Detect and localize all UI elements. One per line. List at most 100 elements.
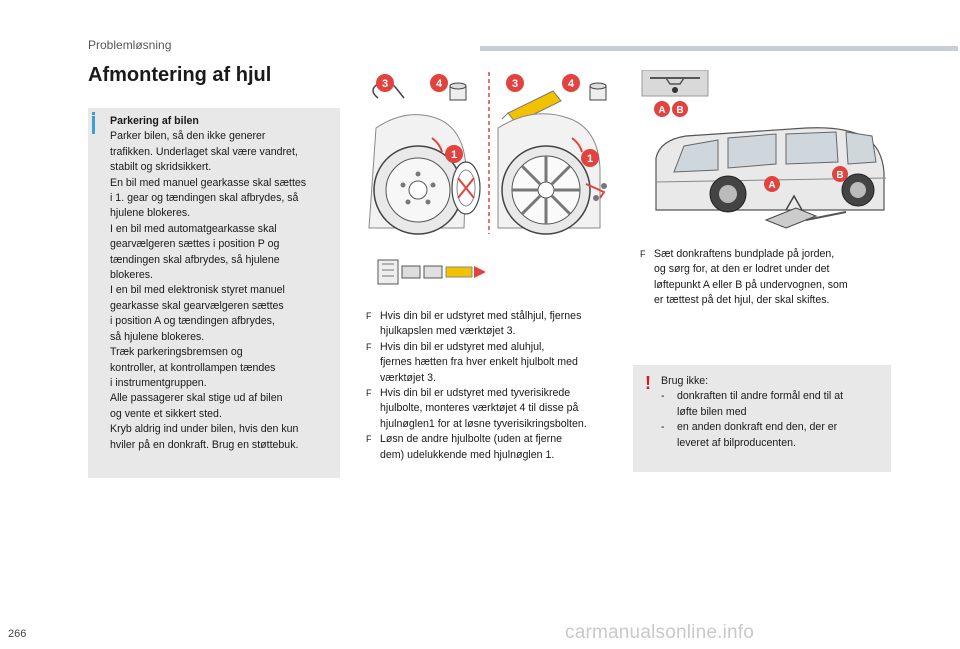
wheel-removal-illustration xyxy=(368,72,607,235)
jack-point-detail-icon xyxy=(641,70,709,97)
warning-text: Brug ikke: -donkraften til andre formål … xyxy=(661,374,886,451)
callout-badges-top: 3 4 3 4 1 1 xyxy=(376,74,599,167)
bullet-marker: F xyxy=(640,249,646,259)
warning-item: -donkraften til andre formål end til at xyxy=(661,390,844,403)
svg-text:A: A xyxy=(658,105,665,116)
bullet-marker xyxy=(366,417,380,432)
info-line: i 1. gear og tændingen skal afbrydes, så xyxy=(110,192,299,205)
van-icon xyxy=(655,127,887,213)
step-text: fjernes hætten fra hver enkelt hjulbolt … xyxy=(380,356,578,369)
info-line: og vente et sikkert sted. xyxy=(110,407,222,420)
info-line: i position A og tændingen afbrydes, xyxy=(110,315,275,328)
alloy-wheel-icon xyxy=(501,145,591,235)
info-line: I en bil med automatgearkasse skal xyxy=(110,222,277,235)
svg-text:B: B xyxy=(836,170,843,181)
info-line: trafikken. Underlaget skal være vandret, xyxy=(110,145,298,158)
warning-item: -en anden donkraft end den, der er xyxy=(661,421,838,434)
warning-box: ! Brug ikke: -donkraften til andre formå… xyxy=(633,365,891,472)
bullet-marker xyxy=(366,371,380,386)
callout-badge-B: B xyxy=(832,166,848,182)
step-line: værktøjet 3. xyxy=(366,371,628,386)
callout-badge-B-top: B xyxy=(672,101,688,117)
step-text: hjulnøglen1 for at løsne tyverisikringsb… xyxy=(380,417,587,430)
step-text: Hvis din bil er udstyret med stålhjul, f… xyxy=(380,310,582,322)
info-heading: Parkering af bilen xyxy=(110,115,199,127)
svg-text:3: 3 xyxy=(382,78,388,90)
info-line: En bil med manuel gearkasse skal sættes xyxy=(110,176,307,189)
svg-text:1: 1 xyxy=(451,149,457,161)
info-line: Alle passagerer skal stige ud af bilen xyxy=(110,392,283,405)
arrow-icon xyxy=(431,137,443,153)
info-text: Parkering af bilen Parker bilen, så den … xyxy=(110,114,338,453)
step-text: er tættest på det hjul, der skal skiftes… xyxy=(654,294,830,307)
bullet-marker xyxy=(366,448,380,463)
step-text: og sørg for, at den er lodret under det xyxy=(654,263,830,276)
info-line: hjulene blokeres. xyxy=(110,207,191,220)
socket-tool-icon xyxy=(449,82,467,101)
bullet-marker xyxy=(366,324,380,339)
bullet-marker xyxy=(366,401,380,416)
info-line: i instrumentgruppen. xyxy=(110,376,207,389)
hubcap-icon xyxy=(451,161,481,215)
info-line: I en bil med elektronisk styret manuel xyxy=(110,284,285,297)
step-text: værktøjet 3. xyxy=(380,371,436,384)
info-icon-bar xyxy=(92,116,95,134)
antitheft-socket-icon xyxy=(589,82,607,101)
bullet-marker: F xyxy=(366,341,372,352)
step-line: er tættest på det hjul, der skal skiftes… xyxy=(640,293,890,308)
info-line: hviler på en donkraft. Brug en støttebuk… xyxy=(110,438,299,451)
step-line: F Hvis din bil er udstyret med aluhjul, xyxy=(366,340,628,355)
info-line: Træk parkeringsbremsen og xyxy=(110,346,243,359)
bullet-marker: F xyxy=(366,434,372,445)
svg-text:1: 1 xyxy=(587,153,593,165)
step-line: fjernes hætten fra hver enkelt hjulbolt … xyxy=(366,355,628,370)
callout-badge-4b: 4 xyxy=(562,74,580,92)
step-line: hjulbolte, monteres værktøjet 4 til diss… xyxy=(366,401,628,416)
step-line: F Hvis din bil er udstyret med stålhjul, … xyxy=(366,309,628,324)
svg-text:4: 4 xyxy=(568,78,575,90)
step-line: hjulnøglen1 for at løsne tyverisikringsb… xyxy=(366,417,628,432)
svg-text:4: 4 xyxy=(436,78,443,90)
header-divider-bar xyxy=(480,46,958,51)
step-text: løftepunkt A eller B på undervognen, som xyxy=(654,278,848,291)
vehicle-jack-illustration: A B A B xyxy=(641,70,887,229)
step-text: hjulbolte, monteres værktøjet 4 til diss… xyxy=(380,402,579,415)
callout-badge-A: A xyxy=(764,176,780,192)
step-line: F Sæt donkraftens bundplade på jorden, xyxy=(640,247,890,262)
step-text: Løsn de andre hjulbolte (uden at fjerne xyxy=(380,433,562,446)
section-header: Problemløsning xyxy=(88,38,172,52)
step-line: og sørg for, at den er lodret under det xyxy=(640,262,890,277)
callout-badge-1b: 1 xyxy=(581,149,599,167)
warning-icon: ! xyxy=(645,373,651,393)
page-number: 266 xyxy=(8,628,27,640)
warning-item: leveret af bilproducenten. xyxy=(677,436,796,449)
antitheft-bolt-illustration xyxy=(377,259,486,285)
info-box-parking: Parkering af bilen Parker bilen, så den … xyxy=(88,108,340,478)
car-jack-icon xyxy=(764,194,847,229)
bullet-marker xyxy=(366,355,380,370)
info-icon-dot xyxy=(92,112,95,115)
warning-intro: Brug ikke: xyxy=(661,375,709,387)
info-line: stabilt og skridsikkert. xyxy=(110,161,212,174)
bullet-marker xyxy=(640,293,654,308)
watermark: carmanualsonline.info xyxy=(565,622,755,643)
step-text: Sæt donkraftens bundplade på jorden, xyxy=(654,248,835,260)
info-line: tændingen skal afbrydes, så hjulene xyxy=(110,253,280,266)
step-line: hjulkapslen med værktøjet 3. xyxy=(366,324,628,339)
bullet-marker xyxy=(640,262,654,277)
info-line: blokeres. xyxy=(110,269,153,282)
page-title: Afmontering af hjul xyxy=(88,64,272,86)
step-line: løftepunkt A eller B på undervognen, som xyxy=(640,278,890,293)
step-text: hjulkapslen med værktøjet 3. xyxy=(380,325,516,338)
callout-badge-3b: 3 xyxy=(506,74,524,92)
callout-badge-4: 4 xyxy=(430,74,448,92)
step-text: dem) udelukkende med hjulnøglen 1. xyxy=(380,448,555,461)
step-line: dem) udelukkende med hjulnøglen 1. xyxy=(366,448,628,463)
step-text: Hvis din bil er udstyret med tyverisikre… xyxy=(380,387,571,400)
info-line: kontroller, at kontrollampen tændes xyxy=(110,361,276,374)
info-line: Parker bilen, så den ikke generer xyxy=(110,130,266,143)
svg-text:A: A xyxy=(768,180,775,191)
bullet-marker: F xyxy=(366,311,372,321)
step-text: Hvis din bil er udstyret med aluhjul, xyxy=(380,340,545,353)
